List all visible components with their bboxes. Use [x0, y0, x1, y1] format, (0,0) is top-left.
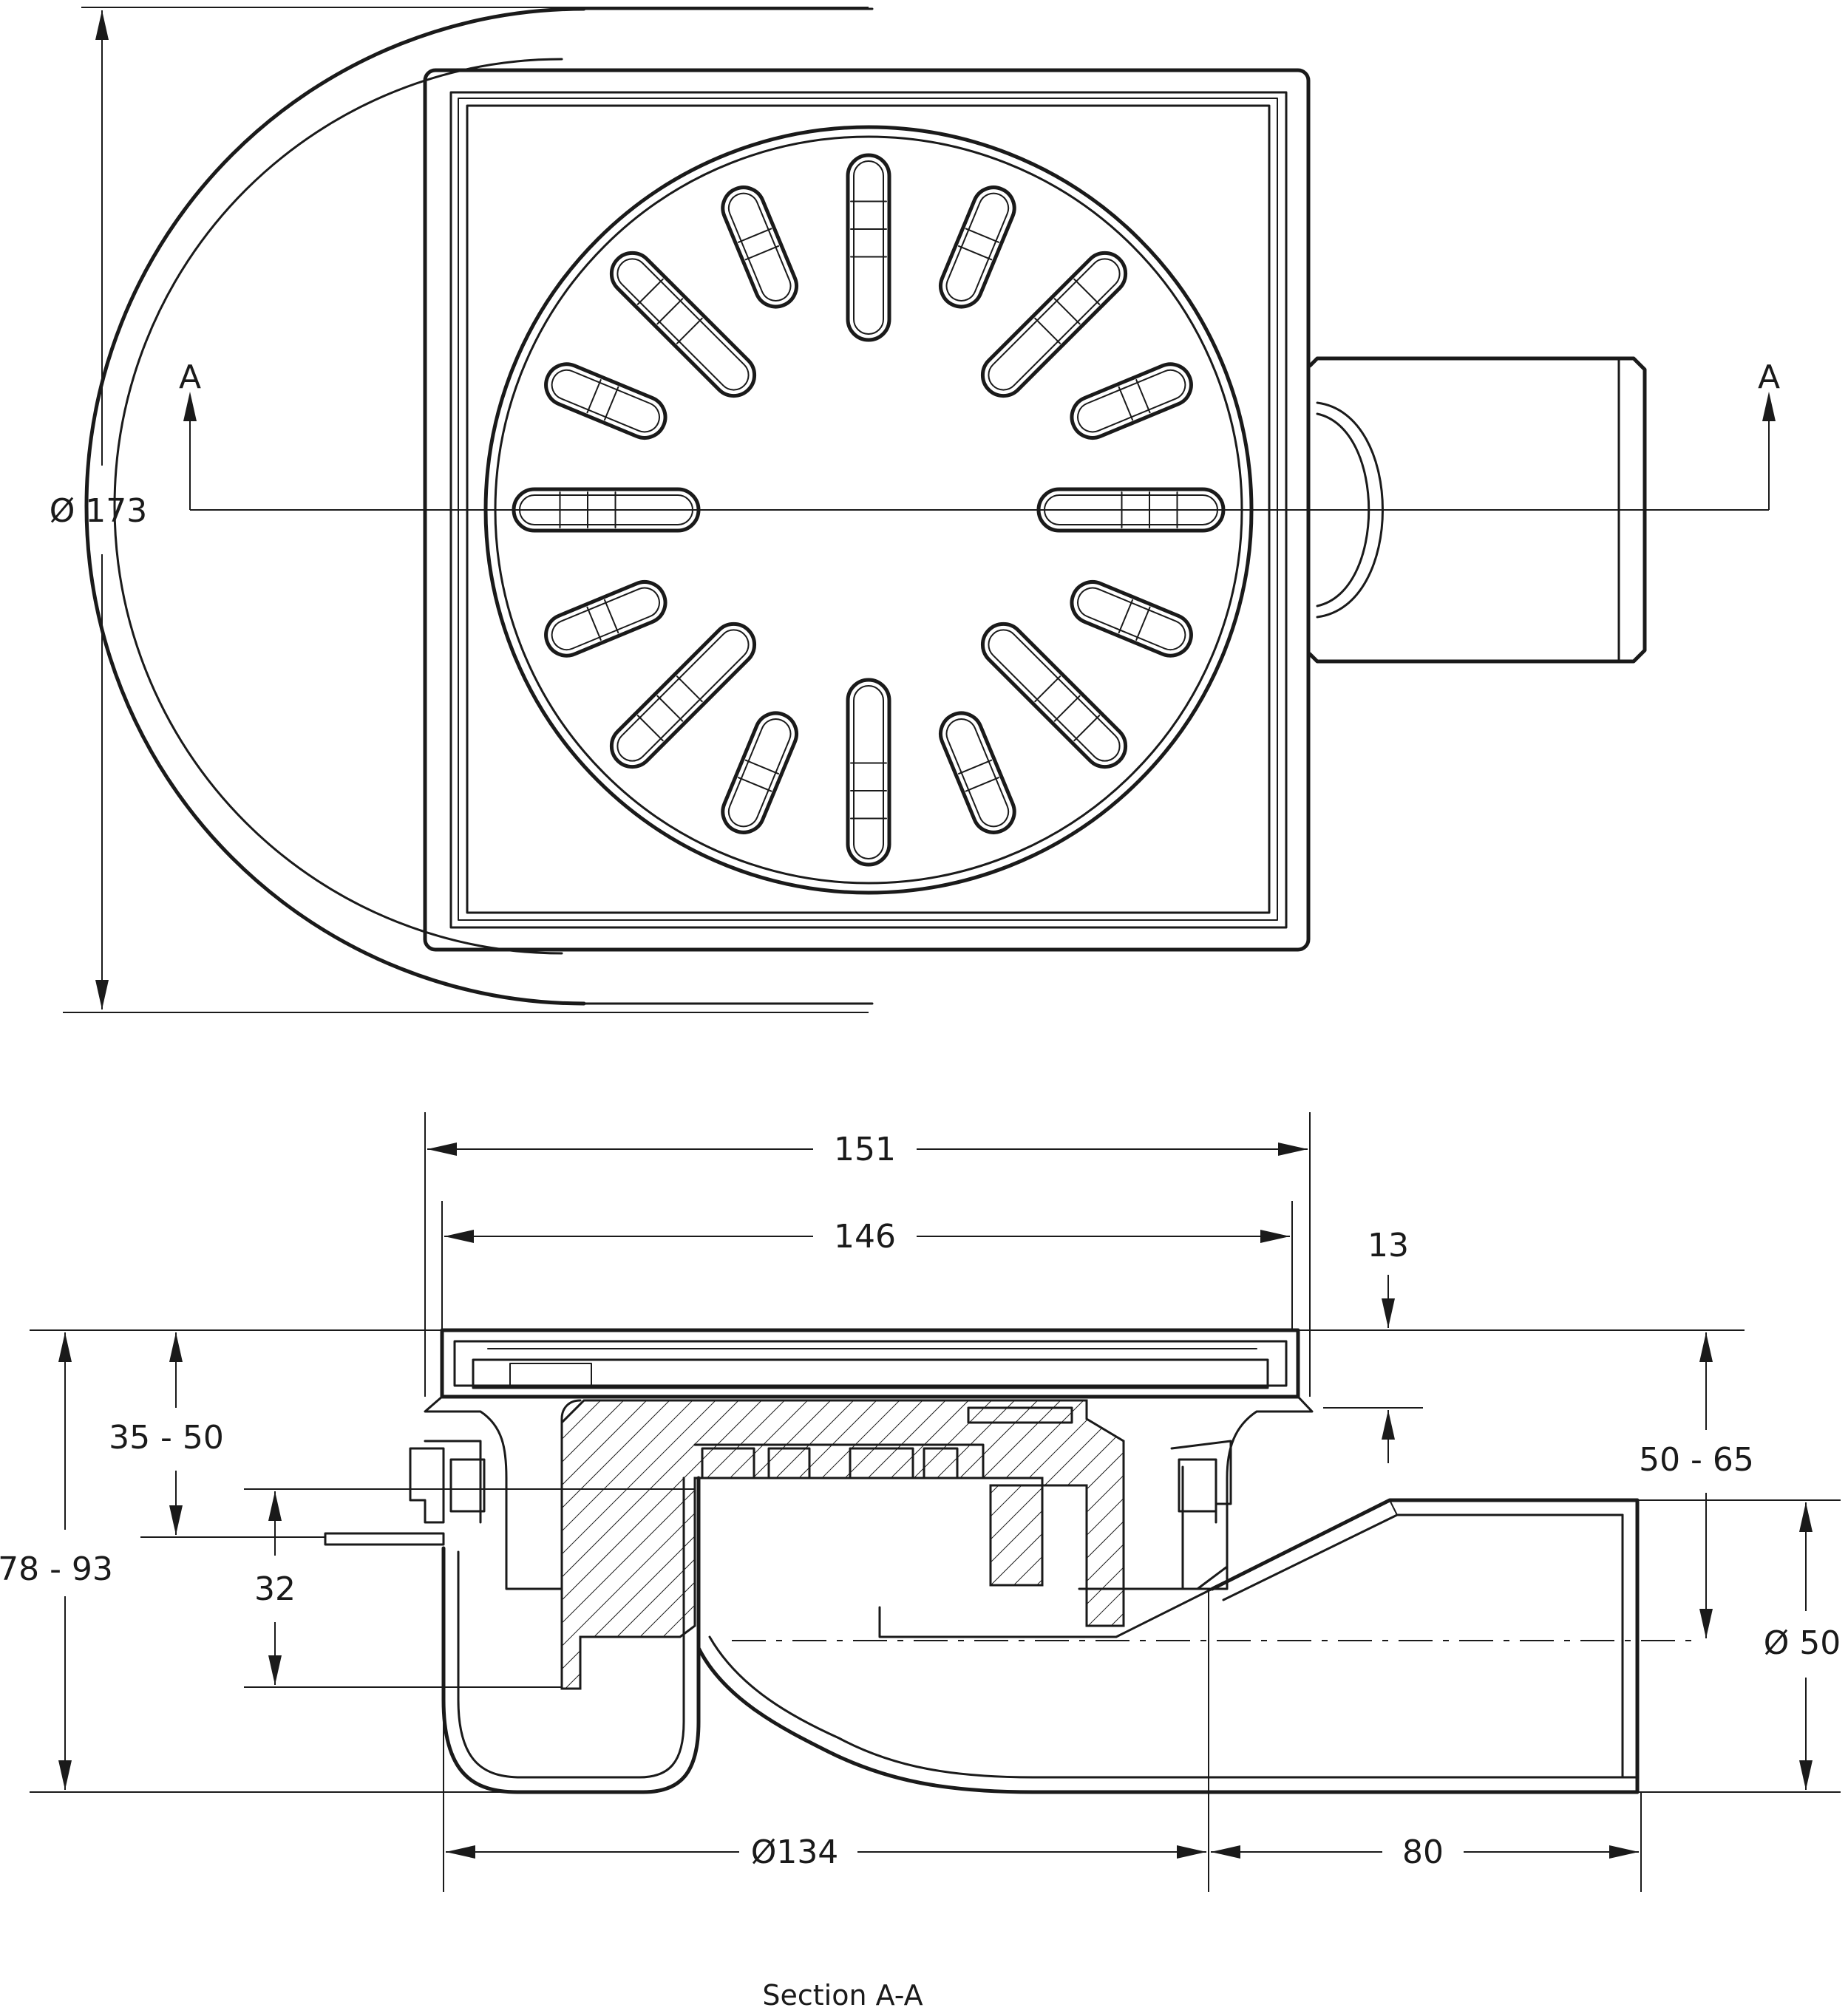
dim-label-body-diameter: Ø134	[751, 1833, 839, 1871]
section-caption: Section A-A	[762, 1979, 923, 2012]
arrow-right-icon	[1260, 1230, 1290, 1243]
diameter-label: Ø 173	[50, 492, 148, 530]
dim-151: 151	[424, 1112, 1311, 1397]
grate-slot	[1070, 580, 1193, 658]
section-view: 151 146 13	[0, 1112, 1841, 2012]
section-frame	[424, 1328, 1314, 1590]
trap-body	[441, 1476, 1640, 1794]
arrow-up-icon	[268, 1491, 282, 1521]
dim-label-outlet-diameter: Ø 50	[1764, 1624, 1841, 1662]
arrow-down-icon	[58, 1760, 72, 1790]
dim-arrow-down-icon	[95, 980, 109, 1009]
arrow-right-icon	[1609, 1845, 1639, 1859]
dim-78-93: 78 - 93	[0, 1332, 517, 1793]
arrow-up-icon	[58, 1332, 72, 1362]
grate-slot	[544, 362, 667, 440]
right-clamp	[1078, 1440, 1232, 1590]
dim-80: 80	[1211, 1792, 1642, 1892]
dim-50-65: 50 - 65	[1639, 1332, 1754, 1638]
arrow-right-icon	[1177, 1845, 1206, 1859]
dim-32: 32	[244, 1488, 695, 1688]
arrow-up-icon	[1699, 1332, 1713, 1362]
drain-body-circle	[84, 7, 874, 1006]
plan-view: A A Ø 173	[50, 7, 1780, 1013]
arrow-left-icon	[446, 1845, 475, 1859]
left-clamp	[324, 1440, 486, 1546]
dim-35-50: 35 - 50	[30, 1329, 442, 1538]
dim-label-50-65: 50 - 65	[1639, 1441, 1754, 1479]
arrow-down-icon	[1382, 1298, 1395, 1328]
grate-slot	[846, 678, 891, 867]
grate-slot	[721, 185, 798, 309]
arrow-left-icon	[427, 1142, 457, 1156]
section-arrow-left-icon	[183, 392, 197, 421]
dim-label-13: 13	[1368, 1227, 1409, 1264]
arrow-down-icon	[169, 1505, 183, 1535]
dim-label-151: 151	[834, 1131, 896, 1168]
grate-slot	[1070, 362, 1193, 440]
grate-slot	[609, 251, 757, 398]
section-arrow-right-icon	[1762, 392, 1776, 421]
grate-slot	[544, 580, 667, 658]
arrow-left-icon	[444, 1230, 474, 1243]
arrow-left-icon	[1211, 1845, 1240, 1859]
arrow-down-icon	[268, 1655, 282, 1685]
arrow-up-icon	[1799, 1502, 1813, 1532]
dim-outlet-diameter: Ø 50	[1637, 1499, 1841, 1793]
dim-label-80: 80	[1402, 1833, 1444, 1871]
dim-arrow-up-icon	[95, 10, 109, 40]
arrow-right-icon	[1278, 1142, 1308, 1156]
outlet-pipe	[1210, 1498, 1640, 1794]
grate-slot	[609, 622, 757, 769]
dim-label-35-50: 35 - 50	[109, 1419, 224, 1457]
grate-slot	[721, 711, 798, 834]
dim-label-78-93: 78 - 93	[0, 1550, 113, 1588]
section-line-a-a: A A	[179, 358, 1780, 511]
arrow-down-icon	[1799, 1760, 1813, 1790]
arrow-up-icon	[1382, 1410, 1395, 1440]
arrow-down-icon	[1699, 1609, 1713, 1638]
grate-slot	[939, 711, 1016, 834]
grate-slot	[939, 185, 1016, 309]
dim-146: 146	[441, 1201, 1293, 1330]
dim-label-146: 146	[834, 1218, 896, 1256]
diameter-dimension: Ø 173	[50, 7, 869, 1013]
dim-13: 13	[1298, 1227, 1745, 1463]
grate-slot	[846, 153, 891, 342]
section-mark-right: A	[1758, 358, 1780, 396]
grate-slot	[980, 622, 1128, 769]
arrow-up-icon	[169, 1332, 183, 1362]
section-mark-left: A	[179, 358, 201, 396]
section-core-hatched	[560, 1399, 1125, 1690]
grate-slot	[980, 251, 1128, 398]
dim-body-diameter: Ø134	[443, 1589, 1209, 1892]
dim-label-32: 32	[254, 1570, 296, 1608]
